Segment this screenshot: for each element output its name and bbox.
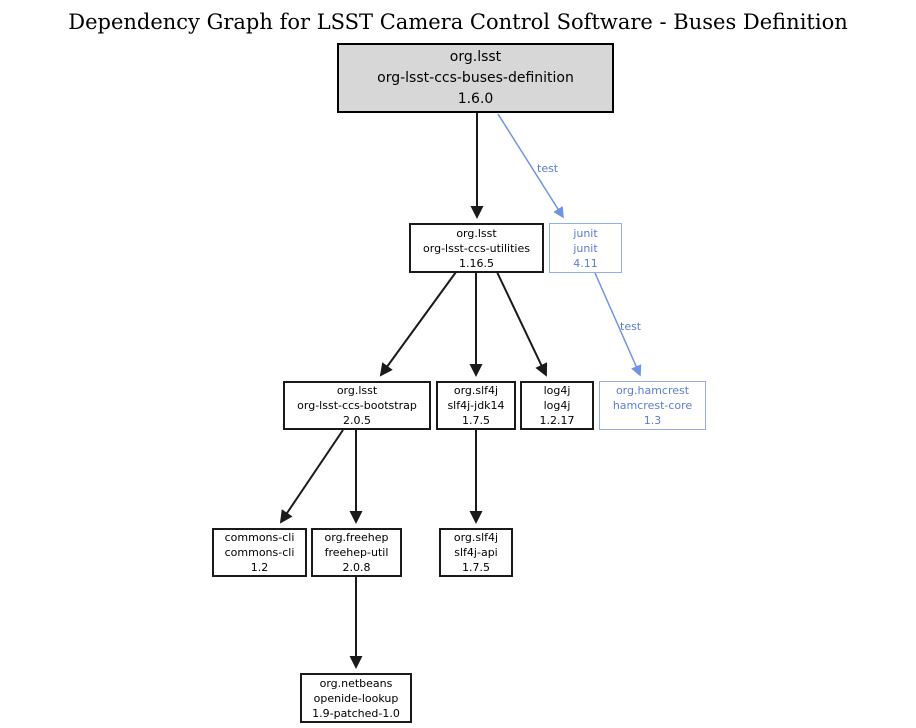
node-version: 2.0.8 [342, 561, 371, 574]
node-group-id: org.slf4j [453, 531, 499, 544]
node-slf4j-api: org.slf4j slf4j-api 1.7.5 [439, 528, 513, 577]
node-org-lsst-ccs-buses-definition: org.lsst org-lsst-ccs-buses-definition 1… [337, 43, 614, 113]
node-artifact-id: freehep-util [324, 546, 389, 559]
node-artifact-id: slf4j-jdk14 [447, 399, 505, 412]
node-artifact-id: slf4j-api [454, 546, 498, 559]
node-version: 1.9-patched-1.0 [312, 706, 400, 720]
node-group-id: log4j [543, 384, 571, 397]
node-org-lsst-ccs-utilities: org.lsst org-lsst-ccs-utilities 1.16.5 [409, 223, 544, 273]
node-artifact-id: org-lsst-ccs-utilities [423, 241, 530, 255]
edge-utilities-to-bootstrap [379, 271, 457, 377]
node-artifact-id: org-lsst-ccs-buses-definition [377, 69, 574, 86]
node-artifact-id: org-lsst-ccs-bootstrap [297, 399, 417, 412]
node-group-id: org.slf4j [453, 384, 499, 397]
node-group-id: org.freehep [324, 531, 389, 544]
edge-junit-to-hamcrest [594, 272, 642, 377]
node-artifact-id: openide-lookup [313, 691, 399, 705]
node-group-id: org.lsst [336, 384, 378, 397]
node-group-id: org.lsst [456, 226, 497, 240]
node-group-id: org.hamcrest [615, 384, 690, 397]
node-version: 1.2.17 [539, 414, 575, 427]
edge-utilities-to-log4j [496, 271, 548, 377]
node-artifact-id: log4j [543, 399, 571, 412]
node-version: 1.7.5 [462, 414, 490, 427]
node-version: 2.0.5 [343, 414, 371, 427]
diagram-title: Dependency Graph for LSST Camera Control… [68, 10, 848, 34]
node-version: 1.2 [250, 561, 269, 574]
node-hamcrest-core: org.hamcrest hamcrest-core 1.3 [599, 381, 706, 430]
node-openide-lookup: org.netbeans openide-lookup 1.9-patched-… [300, 673, 412, 723]
node-freehep-util: org.freehep freehep-util 2.0.8 [311, 528, 402, 577]
node-group-id: junit [573, 226, 598, 240]
node-commons-cli: commons-cli commons-cli 1.2 [212, 528, 307, 577]
node-version: 1.6.0 [457, 90, 494, 107]
node-group-id: org.lsst [449, 48, 502, 65]
edge-bootstrap-to-commons-cli [279, 429, 344, 524]
node-slf4j-jdk14: org.slf4j slf4j-jdk14 1.7.5 [436, 381, 516, 430]
node-artifact-id: hamcrest-core [612, 399, 693, 412]
node-version: 4.11 [573, 256, 598, 270]
node-junit: junit junit 4.11 [549, 223, 622, 273]
node-log4j: log4j log4j 1.2.17 [520, 381, 594, 430]
node-org-lsst-ccs-bootstrap: org.lsst org-lsst-ccs-bootstrap 2.0.5 [283, 381, 431, 430]
node-version: 1.16.5 [459, 256, 494, 270]
edge-label-test-junit: test [537, 162, 559, 175]
node-group-id: commons-cli [224, 531, 295, 544]
node-version: 1.3 [643, 414, 662, 427]
node-artifact-id: junit [573, 241, 598, 255]
edge-label-test-hamcrest: test [620, 320, 642, 333]
node-version: 1.7.5 [462, 561, 490, 574]
node-artifact-id: commons-cli [224, 546, 295, 559]
edge-buses-to-junit [497, 113, 564, 219]
node-group-id: org.netbeans [319, 676, 393, 690]
